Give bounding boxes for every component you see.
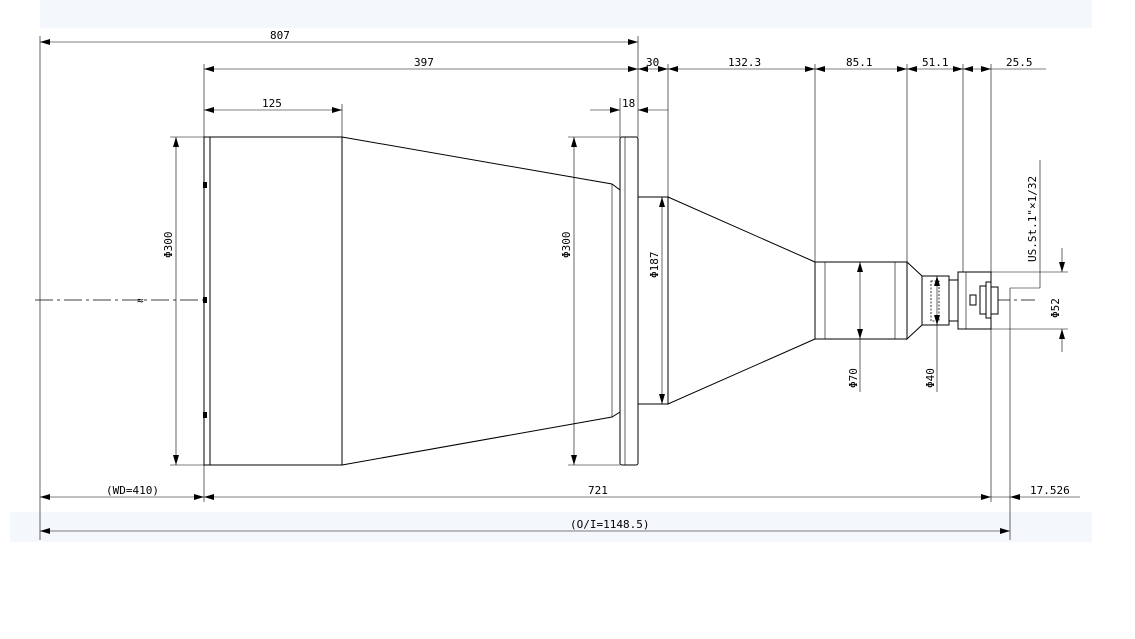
sheet-footer-band <box>10 512 1092 542</box>
front-screw-mid <box>203 297 207 303</box>
front-screw-top <box>203 182 207 188</box>
dim-132-3-label: 132.3 <box>728 56 761 69</box>
barrel-70 <box>814 261 908 340</box>
front-screw-bottom <box>203 412 207 418</box>
dim-wd-label: (WD=410) <box>106 484 159 497</box>
barrel-40 <box>921 275 950 326</box>
dimensions: 807 397 30 132.3 85.1 51.1 25.5 125 18 (… <box>39 29 1080 540</box>
dim-d40-label: Φ40 <box>924 368 937 388</box>
front-barrel <box>209 136 343 466</box>
front-cone <box>341 136 621 466</box>
dim-721-label: 721 <box>588 484 608 497</box>
mount-screw <box>969 294 977 306</box>
rear-barrel-187 <box>637 196 669 405</box>
dim-d187-label: Φ187 <box>648 252 661 279</box>
dim-oi-label: (O/I=1148.5) <box>570 518 649 531</box>
dim-807-label: 807 <box>270 29 290 42</box>
dim-30-label: 30 <box>646 56 659 69</box>
dim-397-label: 397 <box>414 56 434 69</box>
dim-18-label: 18 <box>622 97 635 110</box>
adapter-ring <box>948 279 959 322</box>
dim-17-526-label: 17.526 <box>1030 484 1070 497</box>
barrel-step <box>906 260 923 341</box>
thread-spec-label: US.St.1"×1/32 <box>1026 176 1039 262</box>
axis-break-mark: ≈ <box>137 294 144 307</box>
dim-25-5-label: 25.5 <box>1006 56 1033 69</box>
c-mount-thread <box>990 286 999 315</box>
dim-85-1-label: 85.1 <box>846 56 873 69</box>
rear-cone <box>667 196 816 405</box>
dim-d70-label: Φ70 <box>847 368 860 388</box>
dim-d300-flange-label: Φ300 <box>560 232 573 259</box>
lens-body <box>203 136 999 466</box>
mount-detail-b <box>985 281 992 319</box>
dim-d52-label: Φ52 <box>1049 298 1062 318</box>
dim-51-1-label: 51.1 <box>922 56 949 69</box>
mount-flange <box>619 136 639 466</box>
dim-125-label: 125 <box>262 97 282 110</box>
dim-d300-front-label: Φ300 <box>162 232 175 259</box>
sheet-header-band <box>40 0 1092 28</box>
mount-detail-a <box>979 285 987 315</box>
